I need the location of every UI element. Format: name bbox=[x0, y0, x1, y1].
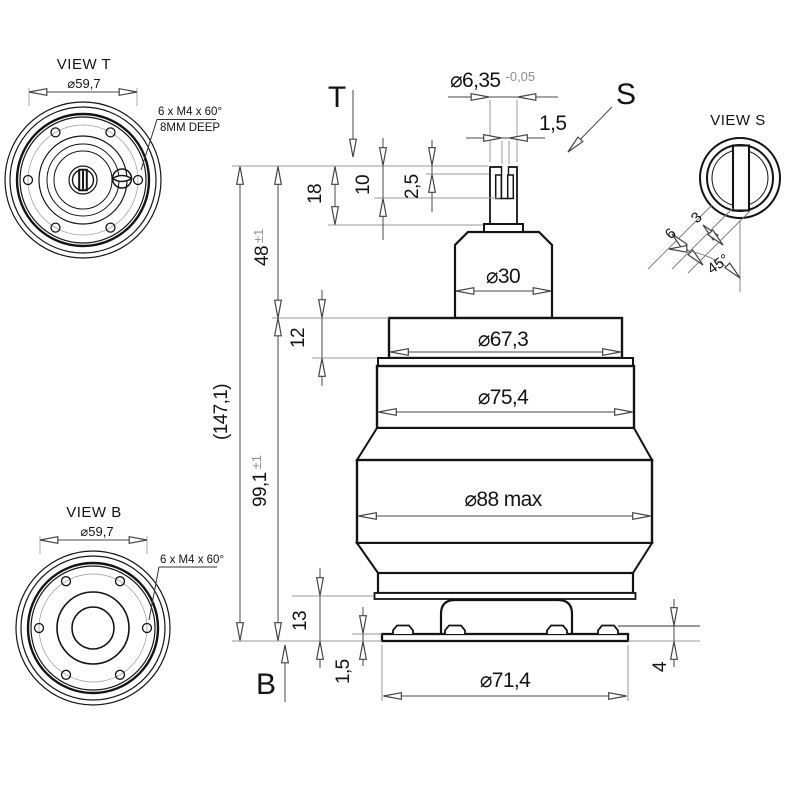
dim-stem-height: 18 bbox=[305, 184, 326, 204]
dimension-lines bbox=[235, 90, 679, 702]
view-b-title: VIEW B bbox=[66, 504, 122, 521]
dim-tab-height: 4 bbox=[650, 661, 671, 672]
view-b-thread-note: 6 x M4 x 60° bbox=[160, 554, 224, 566]
section-label-top: T bbox=[328, 81, 346, 114]
view-t: VIEW T ⌀59,7 6 x M4 x 60° 8MM DEEP bbox=[4, 56, 222, 259]
dim-stem-diameter: ⌀6,35-0,05 bbox=[450, 69, 535, 92]
front-view-outline bbox=[355, 166, 654, 643]
view-s: VIEW S 3 6 45° bbox=[647, 112, 781, 292]
dim-belly-diameter: ⌀88 max bbox=[464, 488, 542, 511]
dim-body-height: 99,1±1 bbox=[249, 455, 271, 507]
view-b: VIEW B ⌀59,7 6 x M4 x 60° bbox=[15, 504, 224, 706]
reference-lines bbox=[232, 100, 700, 701]
view-b-bolt-circle: ⌀59,7 bbox=[80, 524, 113, 539]
section-label-bottom: B bbox=[256, 668, 276, 701]
dim-flange-diameter: ⌀67,3 bbox=[478, 328, 529, 351]
view-t-bolt-circle: ⌀59,7 bbox=[67, 76, 100, 91]
view-t-title: VIEW T bbox=[57, 56, 111, 73]
dim-slot-width: 1,5 bbox=[539, 112, 566, 135]
dim-plate-thickness: 1,5 bbox=[333, 659, 354, 684]
view-s-blade-width: 3 bbox=[688, 209, 706, 227]
dim-upper-height: 48±1 bbox=[251, 229, 273, 266]
front-view-dimensions: T S B ⌀6,35-0,05 1,5 (147,1) 48±1 99,1±1… bbox=[211, 69, 671, 701]
dim-slot-depth: 10 bbox=[353, 175, 374, 195]
dim-base-plate-diameter: ⌀71,4 bbox=[480, 669, 531, 692]
dim-foot-height: 13 bbox=[290, 611, 311, 631]
view-s-title: VIEW S bbox=[710, 112, 766, 129]
dim-overall-height: (147,1) bbox=[211, 384, 232, 440]
view-s-angle: 45° bbox=[704, 251, 732, 278]
section-label-side: S bbox=[616, 78, 636, 111]
view-t-thread-note: 6 x M4 x 60° bbox=[158, 106, 222, 118]
dim-flange-height: 12 bbox=[288, 328, 309, 348]
view-t-depth-note: 8MM DEEP bbox=[160, 122, 220, 134]
dim-upper-body-diameter: ⌀75,4 bbox=[478, 386, 529, 409]
dim-neck-diameter: ⌀30 bbox=[486, 265, 520, 288]
dim-contact-offset: 2,5 bbox=[402, 174, 423, 199]
